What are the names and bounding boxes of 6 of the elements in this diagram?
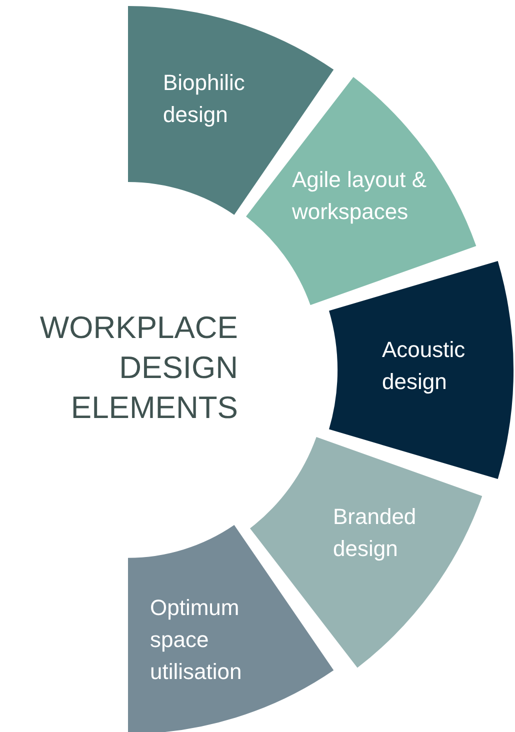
segment-label: Branded design <box>332 502 418 563</box>
diagram-title: WORKPLACE DESIGN ELEMENTS <box>38 309 238 427</box>
segment-label: Biophilic design <box>163 69 246 129</box>
segment-label: Optimum space utilisation <box>150 594 243 686</box>
segment-label: Acoustic design <box>382 336 466 396</box>
segment-label: Agile layout & workspaces <box>292 166 428 226</box>
